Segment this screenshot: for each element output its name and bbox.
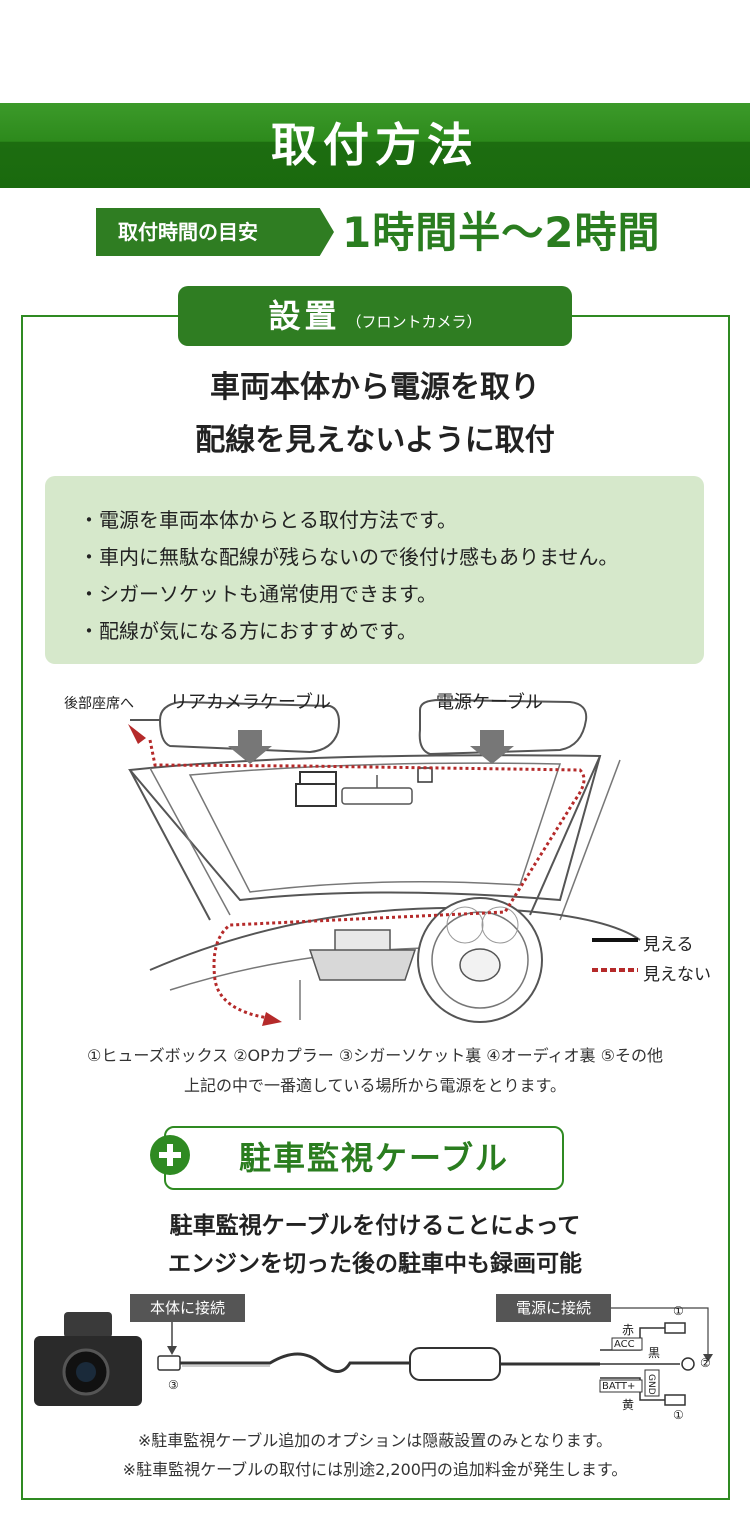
rear-cable-label: リアカメラケーブル xyxy=(170,692,331,713)
right-sun-visor xyxy=(418,698,588,756)
terminal-icon xyxy=(664,1322,686,1334)
title-banner: 取付方法 xyxy=(0,103,750,188)
install-time-value: 1時間半〜2時間 xyxy=(342,208,661,257)
parking-desc-line1: 駐車監視ケーブルを付けることによって xyxy=(169,1213,581,1239)
headline-line1: 車両本体から電源を取り xyxy=(210,370,540,405)
power-source-note: 上記の中で一番適している場所から電源をとります。 xyxy=(184,1076,566,1095)
parking-note-2: ※駐車監視ケーブルの取付には別途2,200円の追加料金が発生します。 xyxy=(122,1460,628,1479)
left-sun-visor xyxy=(158,700,340,754)
rearview-mirror xyxy=(341,787,413,805)
parking-desc-line2: エンジンを切った後の駐車中も録画可能 xyxy=(168,1251,582,1277)
feature-item: ・電源を車両本体からとる取付方法です。 xyxy=(79,508,457,532)
power-cable-label: 電源ケーブル xyxy=(436,692,543,713)
section-title: 設置 xyxy=(268,297,341,335)
feature-list-box: ・電源を車両本体からとる取付方法です。 ・車内に無駄な配線が残らないので後付け感… xyxy=(45,476,704,664)
arrow-up-left-icon xyxy=(128,724,146,744)
dashboard-top xyxy=(149,906,641,971)
parking-note-1: ※駐車監視ケーブル追加のオプションは隠蔽設置のみとなります。 xyxy=(137,1431,613,1450)
center-console xyxy=(308,949,417,981)
section-subtitle: （フロントカメラ） xyxy=(346,313,482,331)
terminal-icon xyxy=(664,1394,686,1406)
wire-black-label: 黒 xyxy=(648,1346,661,1360)
wire-red-label: 赤 xyxy=(622,1323,635,1337)
feature-item: ・車内に無駄な配線が残らないので後付け感もありません。 xyxy=(79,545,619,569)
arrow-right-icon xyxy=(262,1012,282,1026)
headline-line2: 配線を見えないように取付 xyxy=(195,423,555,458)
feature-item: ・シガーソケットも通常使用できます。 xyxy=(79,582,437,606)
car-interior-diagram xyxy=(128,698,641,1026)
connector-number-3: ③ xyxy=(168,1378,179,1392)
legend-hidden-label: 見えない xyxy=(643,965,711,985)
wire-yellow-label: 黄 xyxy=(622,1398,635,1412)
parking-cable-diagram xyxy=(34,1307,713,1406)
windshield xyxy=(128,754,602,902)
wire-batt-label: BATT+ xyxy=(602,1381,636,1392)
install-time-label: 取付時間の目安 xyxy=(96,208,334,256)
connector-number-1-bottom: ① xyxy=(673,1408,684,1422)
wire-acc-label: ACC xyxy=(614,1339,635,1350)
arrow-down-icon xyxy=(167,1346,177,1355)
feature-item: ・配線が気になる方におすすめです。 xyxy=(79,619,417,643)
hidden-cable-path xyxy=(148,739,586,1020)
banner-title: 取付方法 xyxy=(271,118,479,172)
legend-visible-label: 見える xyxy=(643,935,694,955)
ring-terminal-icon xyxy=(681,1357,695,1371)
usb-plug-icon xyxy=(157,1355,181,1371)
parking-cable-heading: 駐車監視ケーブル xyxy=(164,1126,564,1190)
windshield-inner xyxy=(188,762,562,893)
connect-body-tag: 本体に接続 xyxy=(130,1294,245,1322)
front-camera-icon xyxy=(295,783,337,807)
connector-number-2: ② xyxy=(700,1356,711,1370)
arrow-down-icon xyxy=(470,730,514,764)
section-heading: 設置 （フロントカメラ） xyxy=(178,286,572,346)
front-camera-mount xyxy=(299,771,337,785)
power-source-options: ①ヒューズボックス ②OPカプラー ③シガーソケット裏 ④オーディオ裏 ⑤その他 xyxy=(87,1046,663,1065)
connect-power-tag: 電源に接続 xyxy=(496,1294,611,1322)
left-pillar xyxy=(129,769,211,921)
rear-seat-label: 後部座席へ xyxy=(64,696,134,712)
converter-box xyxy=(409,1347,501,1381)
dashcam-mount xyxy=(64,1312,112,1338)
connector-number-1-top: ① xyxy=(673,1304,684,1318)
right-pillar-inner xyxy=(559,759,621,921)
plus-icon xyxy=(150,1135,190,1175)
gps-module-icon xyxy=(417,767,433,783)
left-pillar-inner xyxy=(149,767,231,916)
arrow-down-icon xyxy=(228,730,272,764)
wire-gnd-label: GND xyxy=(646,1374,656,1395)
parking-cable-title: 駐車監視ケーブル xyxy=(238,1139,510,1177)
right-pillar xyxy=(529,755,601,916)
